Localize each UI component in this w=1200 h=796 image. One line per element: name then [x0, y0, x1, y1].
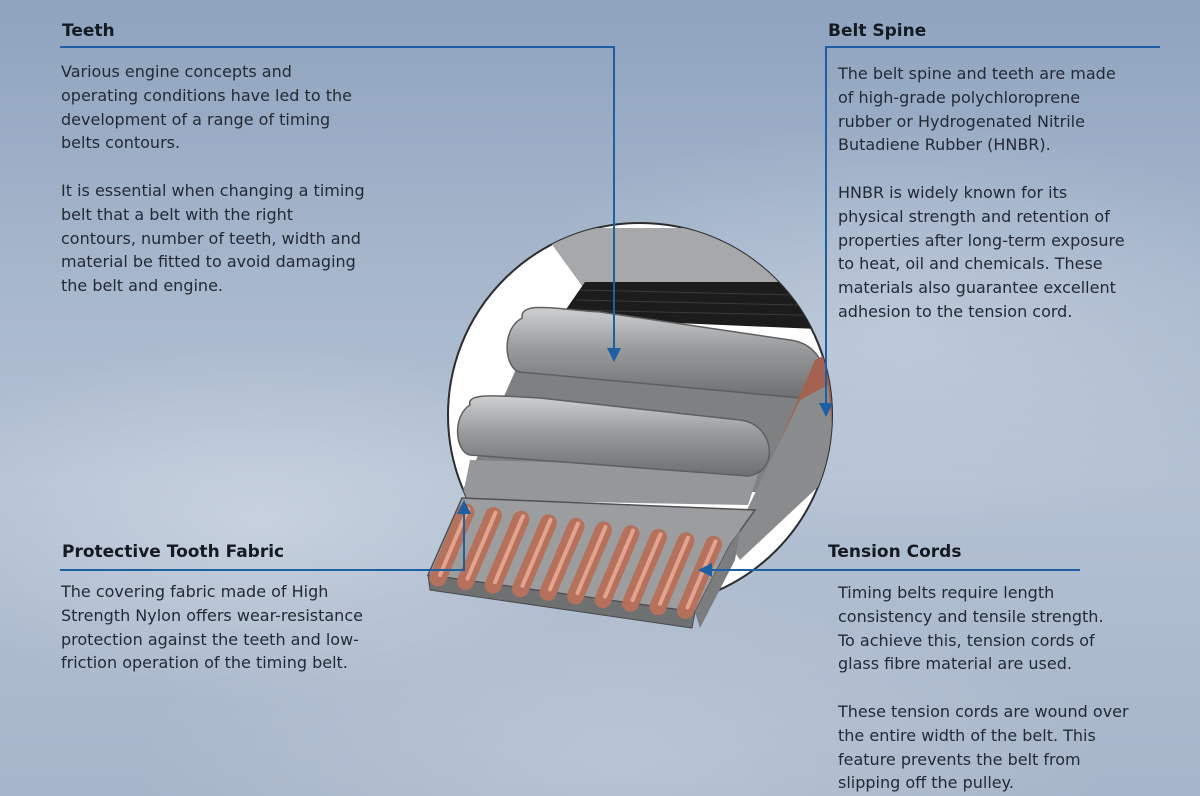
fabric-leader-line [60, 512, 465, 571]
tension-cord-highlight [658, 535, 690, 606]
tension-cord-highlight [685, 539, 718, 610]
belt-spine-paragraph-2: HNBR is widely known for its physical st… [838, 183, 1125, 321]
teeth-paragraph-2: It is essential when changing a timing b… [61, 181, 365, 296]
tension-cords [429, 503, 722, 619]
tension-cords-heading: Tension Cords [828, 542, 962, 562]
protective-tooth-fabric-paragraph: The covering fabric made of High Strengt… [61, 582, 363, 673]
protective-tooth-fabric-heading: Protective Tooth Fabric [62, 542, 285, 562]
tension-cords-paragraph-1: Timing belts require length consistency … [838, 583, 1104, 674]
belt-spine-heading: Belt Spine [828, 21, 927, 41]
tension-cord-highlight [520, 517, 553, 588]
teeth-arrowhead [607, 348, 621, 362]
leader-lines [60, 46, 1160, 577]
tension-cord-highlight [465, 510, 498, 581]
tension-cord-arrowhead [698, 563, 712, 577]
teeth-leader-line [60, 46, 615, 350]
belt-spine-paragraph-1: The belt spine and teeth are made of hig… [838, 64, 1116, 155]
tension-cord-highlight [603, 528, 635, 599]
tension-cord-highlight [630, 532, 663, 603]
tension-cords-paragraph-2: These tension cords are wound over the e… [838, 702, 1129, 793]
fabric-arrowhead [457, 500, 471, 514]
tension-cord-highlight [493, 514, 525, 585]
teeth-paragraph-1: Various engine concepts and operating co… [61, 62, 352, 153]
belt-spine-arrowhead [819, 403, 833, 417]
belt-spine-leader-line [825, 46, 1160, 405]
tension-cord-highlight [575, 525, 608, 595]
teeth-heading: Teeth [62, 21, 115, 41]
tension-cord-highlight [548, 521, 580, 592]
